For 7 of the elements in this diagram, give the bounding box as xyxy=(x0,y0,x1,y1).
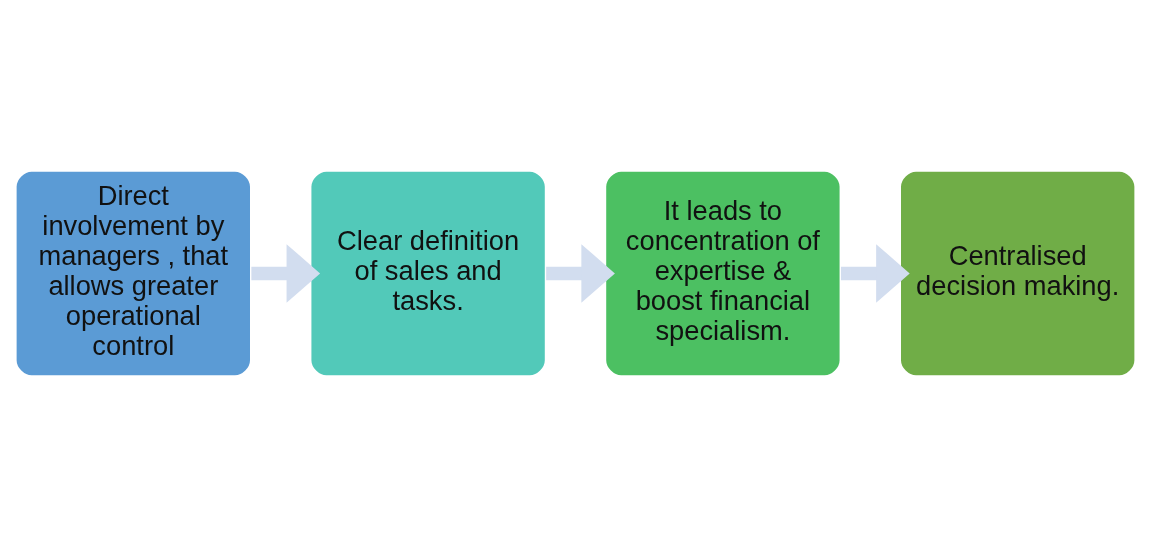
arrow xyxy=(251,244,321,303)
node-box: It leads to concentration of expertise & boost financial specialism. xyxy=(603,169,843,378)
arrow xyxy=(840,244,910,303)
node-box: Centralised decision making. xyxy=(898,169,1138,378)
node-box: Clear definition of sales and tasks. xyxy=(308,169,548,378)
arrow xyxy=(546,244,615,303)
node-box: Direct involvement by managers , that allows greater operational control xyxy=(13,169,253,378)
